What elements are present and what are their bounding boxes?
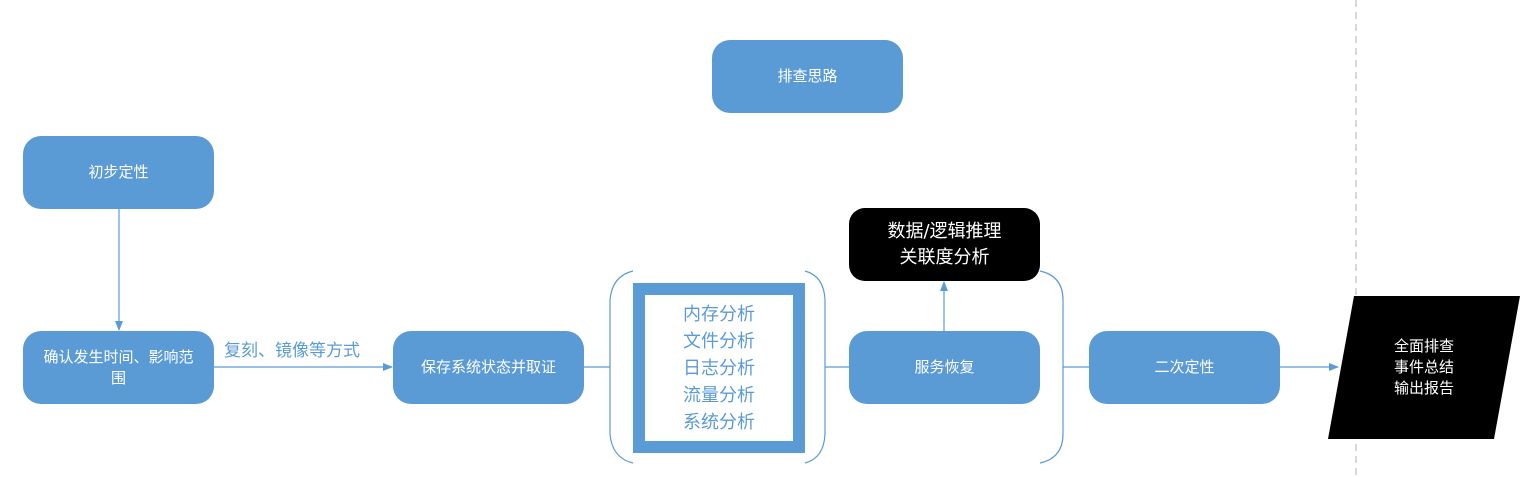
confirm-label-line1: 确认发生时间、影响范	[43, 347, 194, 366]
preserve-evidence-node: 保存系统状态并取证	[393, 331, 584, 404]
service-recovery-node: 服务恢复	[849, 331, 1040, 404]
reasoning-label-line2: 关联度分析	[899, 246, 990, 268]
title-label: 排查思路	[777, 67, 838, 85]
second-assessment-label: 二次定性	[1154, 358, 1215, 376]
reasoning-label-line1: 数据/逻辑推理	[887, 220, 1002, 242]
confirm-time-scope-node: 确认发生时间、影响范 围	[23, 331, 214, 404]
preserve-evidence-label: 保存系统状态并取证	[420, 358, 556, 376]
output-line: 事件总结	[1393, 358, 1454, 376]
analysis-item: 流量分析	[683, 384, 755, 406]
output-line: 输出报告	[1393, 379, 1454, 397]
initial-assessment-node: 初步定性	[23, 136, 214, 209]
output-report-node: 全面排查 事件总结 输出报告	[1328, 296, 1520, 439]
edge-label-copy-image: 复刻、镜像等方式	[224, 341, 360, 361]
service-recovery-label: 服务恢复	[914, 358, 975, 376]
bracket-right	[804, 270, 826, 464]
analysis-list-box: 内存分析 文件分析 日志分析 流量分析 系统分析	[633, 283, 805, 453]
analysis-item: 文件分析	[683, 330, 755, 352]
title-node: 排查思路	[712, 40, 903, 113]
analysis-item: 日志分析	[683, 357, 755, 379]
bracket-left	[609, 270, 634, 464]
initial-assessment-label: 初步定性	[88, 163, 149, 181]
second-assessment-node: 二次定性	[1089, 331, 1280, 404]
analysis-item: 系统分析	[683, 411, 755, 433]
output-parallelogram	[1328, 296, 1520, 439]
analysis-item: 内存分析	[683, 303, 755, 325]
bracket-second-left	[1039, 270, 1064, 464]
confirm-label-line2: 围	[110, 368, 126, 387]
reasoning-node: 数据/逻辑推理 关联度分析	[849, 208, 1040, 281]
output-line: 全面排查	[1393, 337, 1454, 355]
